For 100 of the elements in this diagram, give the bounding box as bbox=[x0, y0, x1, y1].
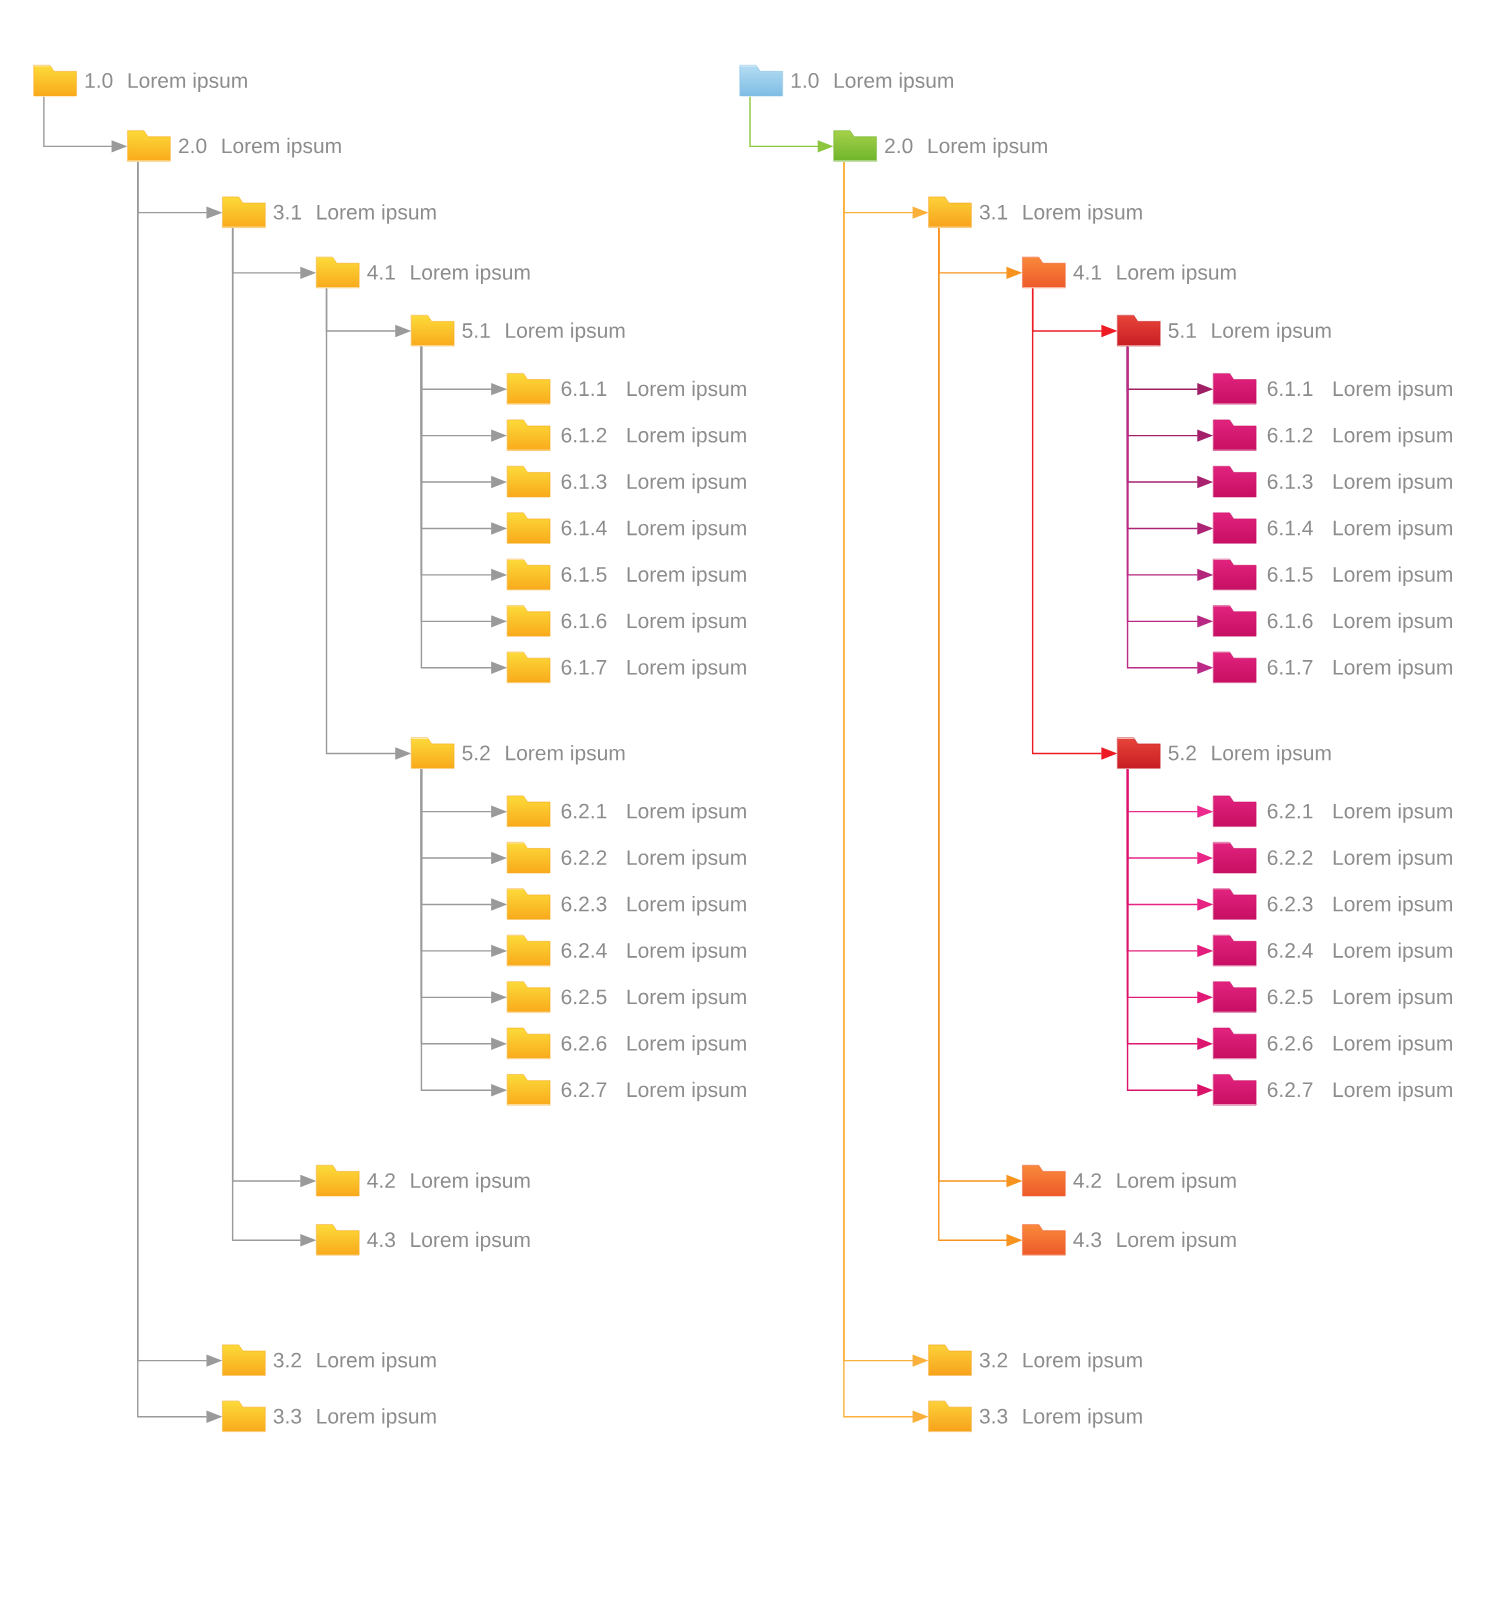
folder-item: 6.1.6 Lorem ipsum bbox=[1212, 605, 1452, 637]
node-label: 6.1.5 bbox=[1267, 567, 1313, 582]
folder-item: 1.0 Lorem ipsum bbox=[33, 65, 247, 97]
folder-item: 6.2.3 Lorem ipsum bbox=[1212, 888, 1452, 920]
folder-item: 3.2 Lorem ipsum bbox=[928, 1344, 1142, 1376]
node-label: 5.2 bbox=[1168, 745, 1196, 761]
folder-item: 3.3 Lorem ipsum bbox=[222, 1400, 436, 1432]
node-label: Lorem ipsum bbox=[627, 519, 746, 540]
folder-item: 6.1.4 Lorem ipsum bbox=[506, 512, 746, 544]
node-label: 6.2.7 bbox=[1267, 1082, 1313, 1098]
node-label: Lorem ipsum bbox=[1333, 803, 1452, 823]
folder-item: 3.3 Lorem ipsum bbox=[928, 1400, 1142, 1432]
node-label: Lorem ipsum bbox=[1333, 942, 1452, 963]
node-label: Lorem ipsum bbox=[627, 988, 746, 1009]
folder-item: 4.2 Lorem ipsum bbox=[1022, 1165, 1236, 1197]
node-label: Lorem ipsum bbox=[1212, 745, 1331, 765]
node-label: Lorem ipsum bbox=[1023, 1408, 1142, 1428]
node-label: 6.2.2 bbox=[561, 850, 607, 866]
node-label: Lorem ipsum bbox=[506, 745, 625, 765]
folder-item: 6.1.7 Lorem ipsum bbox=[506, 651, 746, 683]
node-label: Lorem ipsum bbox=[317, 204, 436, 224]
node-label: Lorem ipsum bbox=[627, 612, 746, 633]
node-label: 6.2.5 bbox=[561, 989, 607, 1005]
node-label: Lorem ipsum bbox=[627, 803, 746, 823]
folder-item: 5.1 Lorem ipsum bbox=[410, 315, 625, 347]
node-label: 3.1 bbox=[979, 204, 1008, 220]
folder-item: 6.2.4 Lorem ipsum bbox=[506, 934, 746, 967]
folder-item: 4.3 Lorem ipsum bbox=[1022, 1224, 1236, 1256]
node-label: 6.1.7 bbox=[1267, 659, 1313, 675]
node-label: Lorem ipsum bbox=[1333, 1081, 1452, 1102]
node-label: Lorem ipsum bbox=[1333, 473, 1452, 494]
node-label: 6.2.6 bbox=[1267, 1035, 1313, 1051]
node-label: 6.1.4 bbox=[561, 520, 607, 536]
folder-item: 4.1 Lorem ipsum bbox=[316, 256, 530, 289]
node-label: 4.3 bbox=[367, 1232, 395, 1248]
folder-item: 6.1.7 Lorem ipsum bbox=[1212, 651, 1452, 683]
folder-item: 5.2 Lorem ipsum bbox=[1117, 737, 1331, 769]
node-label: 6.1.3 bbox=[1267, 474, 1313, 490]
node-label: 6.2.1 bbox=[561, 803, 607, 819]
folder-item: 6.1.5 Lorem ipsum bbox=[1212, 558, 1452, 591]
folder-item: 6.2.7 Lorem ipsum bbox=[506, 1074, 746, 1106]
folder-item: 4.1 Lorem ipsum bbox=[1022, 256, 1236, 289]
folder-item: 5.2 Lorem ipsum bbox=[410, 737, 625, 769]
node-label: Lorem ipsum bbox=[627, 380, 746, 401]
node-label: Lorem ipsum bbox=[1023, 204, 1142, 224]
node-label: Lorem ipsum bbox=[1117, 1172, 1236, 1193]
folder-item: 6.1.4 Lorem ipsum bbox=[1212, 512, 1452, 544]
node-label: 5.1 bbox=[1168, 323, 1196, 338]
node-label: Lorem ipsum bbox=[317, 1408, 436, 1428]
node-label: 6.2.1 bbox=[1267, 803, 1313, 819]
folder-item: 3.1 Lorem ipsum bbox=[928, 196, 1142, 228]
node-label: 5.1 bbox=[462, 323, 490, 338]
node-label: 6.1.5 bbox=[561, 567, 607, 582]
node-label: Lorem ipsum bbox=[128, 72, 247, 93]
node-label: Lorem ipsum bbox=[222, 137, 341, 158]
node-label: 6.2.7 bbox=[561, 1082, 607, 1098]
node-label: Lorem ipsum bbox=[1333, 427, 1452, 447]
node-label: 4.1 bbox=[367, 265, 395, 280]
node-label: 5.2 bbox=[462, 745, 490, 761]
folder-item: 1.0 Lorem ipsum bbox=[739, 65, 953, 97]
folder-item: 6.2.5 Lorem ipsum bbox=[506, 981, 746, 1013]
node-label: 3.3 bbox=[273, 1408, 302, 1424]
node-label: Lorem ipsum bbox=[1212, 322, 1331, 343]
folder-item: 6.1.3 Lorem ipsum bbox=[1212, 466, 1452, 498]
node-label: Lorem ipsum bbox=[627, 473, 746, 494]
node-label: 6.2.3 bbox=[561, 896, 607, 912]
node-label: Lorem ipsum bbox=[627, 659, 746, 679]
node-label: 6.1.1 bbox=[1267, 381, 1313, 397]
node-label: Lorem ipsum bbox=[1333, 988, 1452, 1009]
node-label: Lorem ipsum bbox=[1117, 1231, 1236, 1252]
node-label: Lorem ipsum bbox=[627, 427, 746, 447]
folder-item: 3.1 Lorem ipsum bbox=[222, 196, 436, 228]
node-label: 3.2 bbox=[273, 1352, 301, 1368]
node-label: Lorem ipsum bbox=[627, 566, 746, 587]
folder-item: 6.2.7 Lorem ipsum bbox=[1212, 1074, 1452, 1106]
node-label: Lorem ipsum bbox=[627, 849, 746, 870]
node-label: Lorem ipsum bbox=[627, 1081, 746, 1102]
node-label: 6.1.2 bbox=[1267, 427, 1313, 443]
node-label: Lorem ipsum bbox=[1333, 519, 1452, 540]
node-label: 4.1 bbox=[1073, 265, 1101, 280]
node-label: Lorem ipsum bbox=[411, 264, 530, 284]
node-label: Lorem ipsum bbox=[1333, 612, 1452, 633]
node-label: 4.2 bbox=[1073, 1173, 1101, 1188]
node-label: 3.1 bbox=[273, 204, 301, 220]
folder-item: 6.1.1 Lorem ipsum bbox=[506, 373, 746, 405]
node-label: Lorem ipsum bbox=[1117, 264, 1236, 284]
node-label: 3.2 bbox=[979, 1352, 1008, 1368]
node-label: 2.0 bbox=[179, 138, 207, 154]
folder-item: 6.2.1 Lorem ipsum bbox=[1212, 795, 1452, 827]
node-label: 6.2.3 bbox=[1267, 896, 1313, 912]
node-label: 4.2 bbox=[367, 1173, 395, 1188]
node-label: 6.1.2 bbox=[561, 427, 607, 443]
folder-item: 4.3 Lorem ipsum bbox=[316, 1224, 530, 1256]
folder-item: 6.2.2 Lorem ipsum bbox=[506, 842, 746, 874]
node-label: 6.2.4 bbox=[561, 943, 607, 958]
node-label: Lorem ipsum bbox=[627, 896, 746, 916]
node-label: Lorem ipsum bbox=[627, 942, 746, 963]
folder-item: 6.2.6 Lorem ipsum bbox=[1212, 1027, 1452, 1059]
node-label: 1.0 bbox=[85, 73, 113, 88]
node-label: 6.1.1 bbox=[561, 381, 607, 397]
